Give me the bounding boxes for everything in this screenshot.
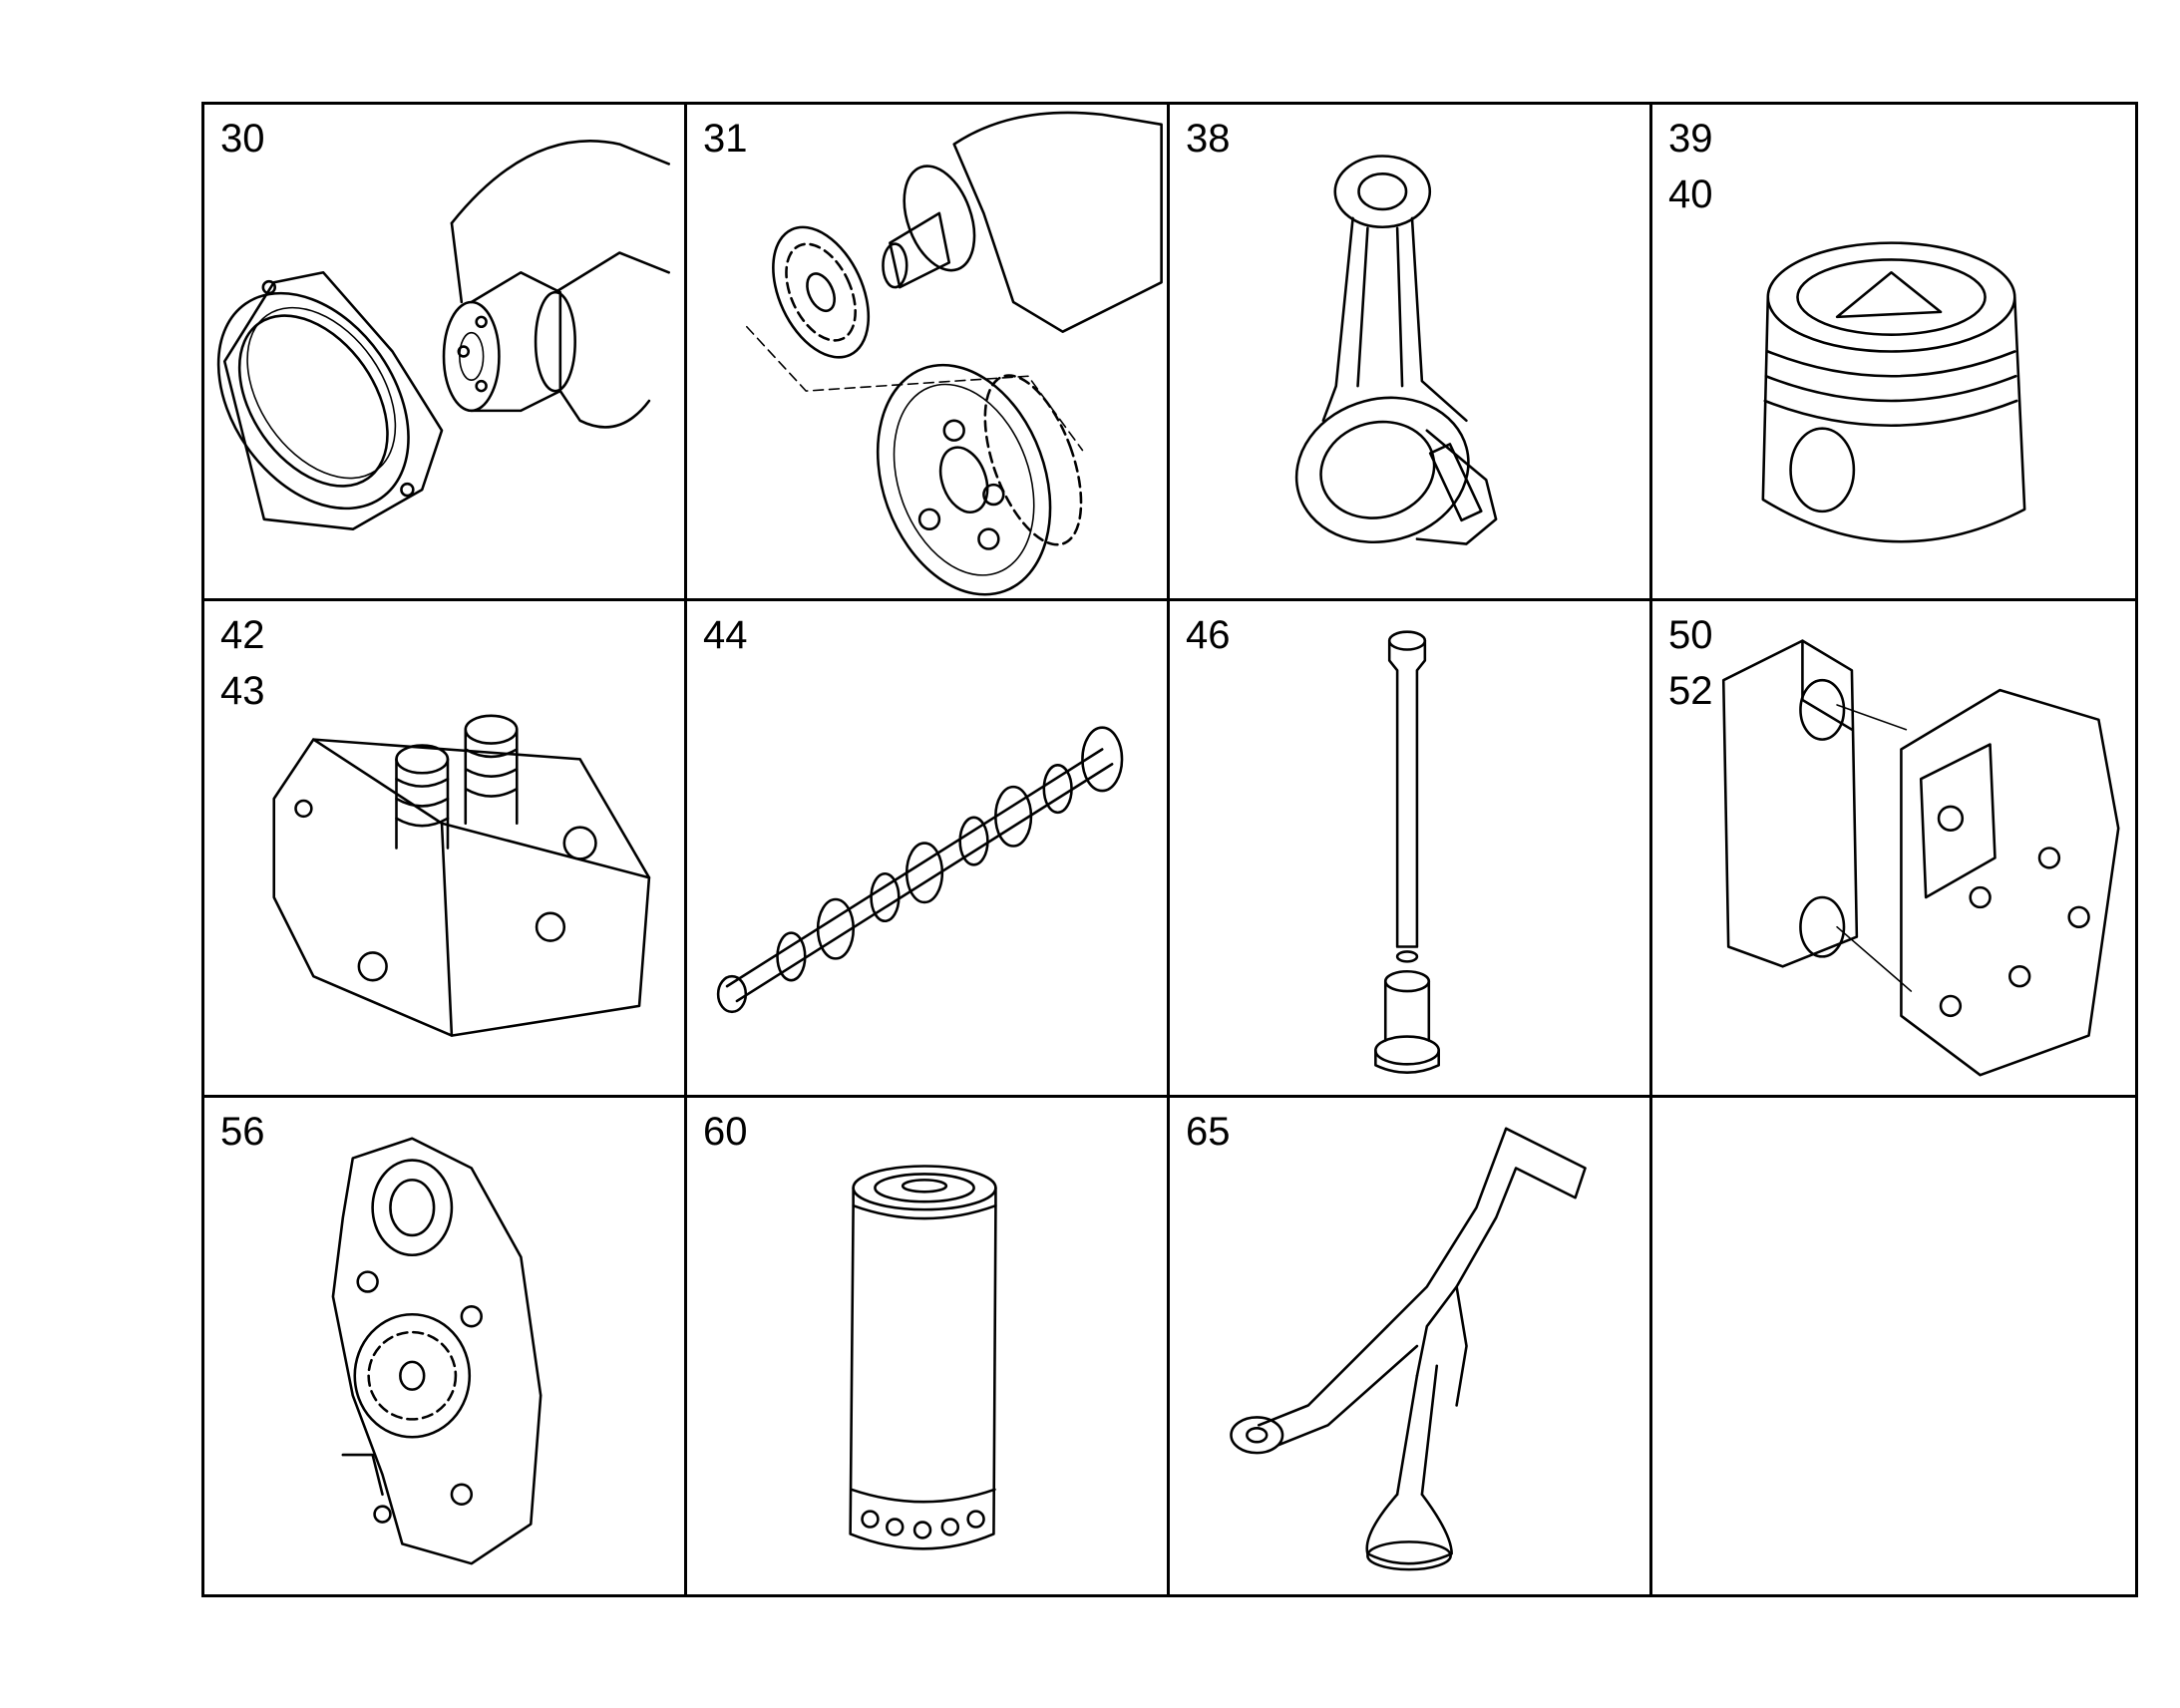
ref-numbers: 46 xyxy=(1186,607,1231,663)
ref-number: 39 xyxy=(1668,117,1713,161)
ref-numbers: 60 xyxy=(703,1104,748,1160)
ref-number: 56 xyxy=(220,1110,265,1154)
ref-numbers: 50 52 xyxy=(1668,607,1713,719)
ref-number: 38 xyxy=(1186,117,1231,161)
cell-50-52[interactable]: 50 52 xyxy=(1652,601,2135,1098)
cell-65[interactable]: 65 xyxy=(1170,1098,1652,1594)
ref-numbers: 30 xyxy=(220,111,265,167)
ref-number: 46 xyxy=(1186,613,1231,657)
oil-filter-icon xyxy=(849,1165,997,1550)
ref-number: 43 xyxy=(220,669,265,713)
camshaft-icon xyxy=(716,726,1124,1014)
ref-number: 60 xyxy=(703,1110,748,1154)
connecting-rod-icon xyxy=(1294,155,1498,545)
cell-empty xyxy=(1652,1098,2135,1594)
ref-number: 31 xyxy=(703,117,748,161)
ref-number: 52 xyxy=(1668,669,1713,713)
ref-numbers: 56 xyxy=(220,1104,265,1160)
oil-cooler-icon xyxy=(1721,639,2120,1077)
cell-30[interactable]: 30 xyxy=(204,105,687,601)
ref-number: 30 xyxy=(220,117,265,161)
ref-number: 65 xyxy=(1186,1110,1231,1154)
crankshaft-icon xyxy=(216,140,671,530)
cell-31[interactable]: 31 xyxy=(687,105,1170,601)
ref-numbers: 39 40 xyxy=(1668,111,1713,222)
ref-number: 40 xyxy=(1668,172,1713,216)
ref-numbers: 31 xyxy=(703,111,748,167)
cylinder-head-icon xyxy=(272,714,651,1037)
cell-42-43[interactable]: 42 43 xyxy=(204,601,687,1098)
oil-pump-icon xyxy=(331,1137,543,1565)
ref-numbers: 42 43 xyxy=(220,607,265,719)
ref-number: 42 xyxy=(220,613,265,657)
cell-38[interactable]: 38 xyxy=(1170,105,1652,601)
cell-39-40[interactable]: 39 40 xyxy=(1652,105,2135,601)
cell-46[interactable]: 46 xyxy=(1170,601,1652,1098)
push-rod-tappet-icon xyxy=(1374,630,1440,1074)
parts-grid: 30 31 xyxy=(201,102,2138,1597)
ref-numbers: 44 xyxy=(703,607,748,663)
ref-number: 50 xyxy=(1668,613,1713,657)
ref-number: 44 xyxy=(703,613,748,657)
cell-60[interactable]: 60 xyxy=(687,1098,1170,1594)
piston-icon xyxy=(1761,241,2026,543)
crankshaft-gear-icon xyxy=(746,111,1163,596)
cell-44[interactable]: 44 xyxy=(687,601,1170,1098)
ref-numbers: 65 xyxy=(1186,1104,1231,1160)
oil-suction-pipe-icon xyxy=(1230,1127,1587,1571)
ref-numbers: 38 xyxy=(1186,111,1231,167)
cell-56[interactable]: 56 xyxy=(204,1098,687,1594)
